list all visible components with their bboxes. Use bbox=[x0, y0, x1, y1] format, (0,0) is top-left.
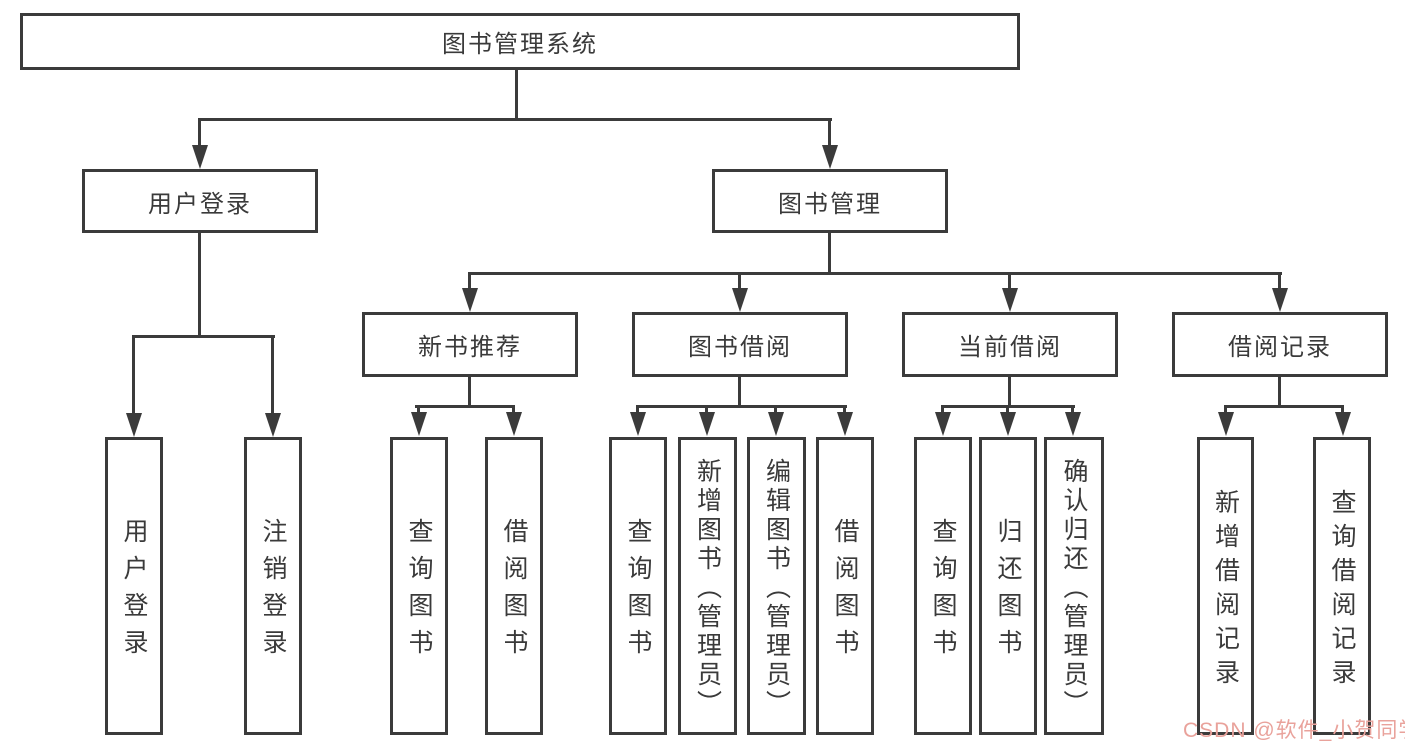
arrow-head-icon bbox=[126, 413, 142, 437]
connector-line bbox=[636, 405, 847, 408]
arrow-head-icon bbox=[732, 288, 748, 312]
arrow-head-icon bbox=[506, 412, 522, 436]
connector-line bbox=[417, 405, 420, 415]
arrow-head-icon bbox=[265, 413, 281, 437]
connector-line bbox=[468, 272, 1282, 275]
arrow-head-icon bbox=[411, 412, 427, 436]
connector-line bbox=[515, 70, 518, 118]
leaf-return-books: 归还图书 bbox=[979, 437, 1037, 735]
leaf-search-books-recommend: 查询图书 bbox=[390, 437, 448, 735]
leaf-add-borrow-record: 新增借阅记录 bbox=[1197, 437, 1254, 735]
node-current-borrowing: 当前借阅 bbox=[902, 312, 1118, 377]
connector-line bbox=[636, 405, 639, 415]
connector-line bbox=[1008, 272, 1011, 290]
connector-line bbox=[512, 405, 515, 415]
leaf-borrow-books-recommend: 借阅图书 bbox=[485, 437, 543, 735]
connector-line bbox=[843, 405, 846, 415]
connector-line bbox=[1278, 272, 1281, 290]
node-user-login: 用户登录 bbox=[82, 169, 318, 233]
connector-line bbox=[468, 377, 471, 405]
arrow-head-icon bbox=[192, 145, 208, 169]
connector-line bbox=[828, 233, 831, 272]
connector-line bbox=[132, 335, 275, 338]
connector-line bbox=[132, 335, 135, 413]
connector-line bbox=[198, 233, 201, 335]
arrow-head-icon bbox=[1000, 412, 1016, 436]
connector-line bbox=[1224, 405, 1227, 415]
arrow-head-icon bbox=[837, 412, 853, 436]
arrow-head-icon bbox=[1002, 288, 1018, 312]
arrow-head-icon bbox=[1335, 412, 1351, 436]
connector-line bbox=[1341, 405, 1344, 415]
leaf-search-books-current: 查询图书 bbox=[914, 437, 972, 735]
leaf-user-login: 用户登录 bbox=[105, 437, 163, 735]
connector-line bbox=[828, 118, 831, 148]
connector-line bbox=[738, 272, 741, 290]
connector-line bbox=[1008, 377, 1011, 405]
node-new-book-recommendation: 新书推荐 bbox=[362, 312, 578, 377]
connector-line bbox=[468, 272, 471, 290]
node-book-management: 图书管理 bbox=[712, 169, 948, 233]
node-library-system: 图书管理系统 bbox=[20, 13, 1020, 70]
connector-line bbox=[738, 377, 741, 405]
leaf-confirm-return-admin: 确认归还（管理员） bbox=[1044, 437, 1104, 735]
arrow-head-icon bbox=[935, 412, 951, 436]
node-borrowing-records: 借阅记录 bbox=[1172, 312, 1388, 377]
connector-line bbox=[415, 405, 515, 408]
leaf-borrow-books-borrowing: 借阅图书 bbox=[816, 437, 874, 735]
connector-line bbox=[774, 405, 777, 415]
connector-line bbox=[705, 405, 708, 415]
leaf-search-books-borrowing: 查询图书 bbox=[609, 437, 667, 735]
node-book-borrowing: 图书借阅 bbox=[632, 312, 848, 377]
arrow-head-icon bbox=[630, 412, 646, 436]
connector-line bbox=[1278, 377, 1281, 405]
connector-line bbox=[1224, 405, 1344, 408]
leaf-add-books-admin: 新增图书（管理员） bbox=[678, 437, 737, 735]
connector-line bbox=[1071, 405, 1074, 415]
leaf-search-borrow-record: 查询借阅记录 bbox=[1313, 437, 1371, 735]
watermark: CSDN @软件_小贺同学 bbox=[1183, 719, 1405, 742]
connector-line bbox=[941, 405, 944, 415]
leaf-logout: 注销登录 bbox=[244, 437, 302, 735]
connector-line bbox=[1006, 405, 1009, 415]
arrow-head-icon bbox=[462, 288, 478, 312]
connector-line bbox=[198, 118, 832, 121]
arrow-head-icon bbox=[1218, 412, 1234, 436]
arrow-head-icon bbox=[699, 412, 715, 436]
arrow-head-icon bbox=[768, 412, 784, 436]
connector-line bbox=[271, 335, 274, 413]
arrow-head-icon bbox=[1272, 288, 1288, 312]
leaf-edit-books-admin: 编辑图书（管理员） bbox=[747, 437, 806, 735]
arrow-head-icon bbox=[822, 145, 838, 169]
connector-line bbox=[198, 118, 201, 148]
arrow-head-icon bbox=[1065, 412, 1081, 436]
